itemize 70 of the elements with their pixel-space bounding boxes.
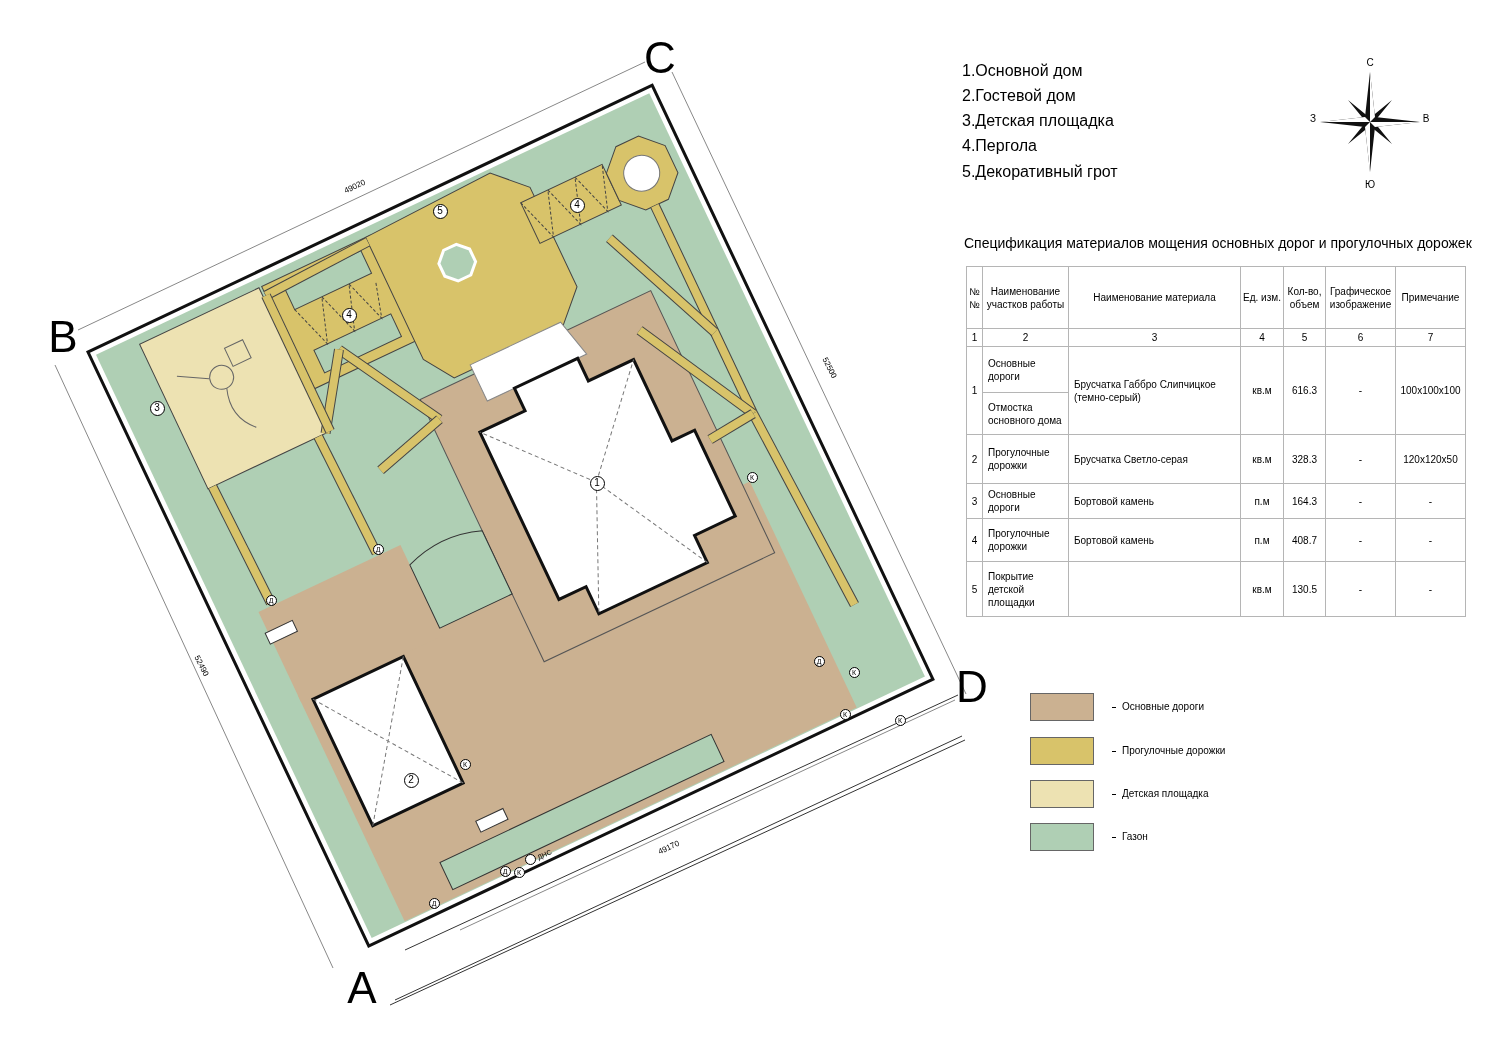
corner-letter: B: [48, 315, 78, 359]
table-cell: 1: [967, 347, 983, 435]
table-cell: Бортовой камень: [1069, 484, 1241, 519]
table-header-cell: Графическое изображение: [1326, 267, 1396, 329]
compass-letter: В: [1422, 114, 1430, 124]
table-cell: -: [1396, 562, 1466, 617]
table-cell: кв.м: [1241, 562, 1284, 617]
table-cell: -: [1326, 435, 1396, 484]
legend-list-item: 4.Пергола: [962, 138, 1037, 154]
utility-marker: [524, 853, 536, 865]
dimension-label: 49020: [343, 178, 367, 196]
table-cell: -: [1396, 484, 1466, 519]
table-cell: Прогулочные дорожки: [983, 519, 1069, 562]
table-cell: 1: [967, 329, 983, 347]
legend-list-item: 1.Основной дом: [962, 63, 1083, 79]
table-header-cell: № №: [967, 267, 983, 329]
table-cell: 5: [1284, 329, 1326, 347]
table-header-cell: Наименование участков работы: [983, 267, 1069, 329]
table-cell: 3: [967, 484, 983, 519]
table-cell: Брусчатка Габбро Слипчицкое (темно-серый): [1069, 347, 1241, 435]
table-cell: 2: [983, 329, 1069, 347]
table-cell: Основные дороги: [983, 484, 1069, 519]
table-title: Спецификация материалов мощения основных дорог и прогулочных дорожек: [964, 236, 1472, 250]
legend-label: Основные дороги: [1122, 702, 1204, 712]
corner-letter: C: [644, 36, 676, 80]
table-cell: 164.3: [1284, 484, 1326, 519]
legend-label: Газон: [1122, 832, 1148, 842]
table-cell: -: [1326, 519, 1396, 562]
table-cell: Основные дороги: [983, 347, 1069, 393]
table-cell: -: [1326, 484, 1396, 519]
table-cell: 100x100x100: [1396, 347, 1466, 435]
table-cell: 2: [967, 435, 983, 484]
table-cell: 328.3: [1284, 435, 1326, 484]
legend-list-item: 5.Декоративный грот: [962, 164, 1118, 180]
table-cell: -: [1396, 519, 1466, 562]
table-cell: -: [1326, 347, 1396, 435]
table-cell: п.м: [1241, 484, 1284, 519]
table-cell: 6: [1326, 329, 1396, 347]
table-header-cell: Ед. изм.: [1241, 267, 1284, 329]
table-cell: кв.м: [1241, 435, 1284, 484]
table-cell: п.м: [1241, 519, 1284, 562]
table-cell: Бортовой камень: [1069, 519, 1241, 562]
compass-letter: С: [1366, 58, 1374, 68]
table-header-cell: Кол-во, объем: [1284, 267, 1326, 329]
corner-letter: D: [956, 665, 988, 709]
table-cell: Брусчатка Светло-серая: [1069, 435, 1241, 484]
legend-list-item: 2.Гостевой дом: [962, 88, 1076, 104]
table-cell: 408.7: [1284, 519, 1326, 562]
corner-letter: A: [347, 966, 377, 1010]
table-cell: Прогулочные дорожки: [983, 435, 1069, 484]
table-cell: 4: [967, 519, 983, 562]
table-cell: кв.м: [1241, 347, 1284, 435]
table-cell: 4: [1241, 329, 1284, 347]
table-cell: 7: [1396, 329, 1466, 347]
table-cell: 5: [967, 562, 983, 617]
table-cell: -: [1326, 562, 1396, 617]
compass-letter: З: [1310, 114, 1316, 124]
table-cell: Отмостка основного дома: [983, 393, 1069, 435]
table-cell: 616.3: [1284, 347, 1326, 435]
table-cell: Покрытие детской площадки: [983, 562, 1069, 617]
legend-label: Детская площадка: [1122, 789, 1209, 799]
table-cell: 3: [1069, 329, 1241, 347]
table-cell: 120x120x50: [1396, 435, 1466, 484]
compass-letter: Ю: [1364, 180, 1376, 190]
table-header-cell: Примечание: [1396, 267, 1466, 329]
legend-label: Прогулочные дорожки: [1122, 746, 1226, 756]
table-cell: 130.5: [1284, 562, 1326, 617]
table-header-cell: Наименование материала: [1069, 267, 1241, 329]
dimension-label: 49170: [657, 839, 681, 857]
legend-list-item: 3.Детская площадка: [962, 113, 1114, 129]
